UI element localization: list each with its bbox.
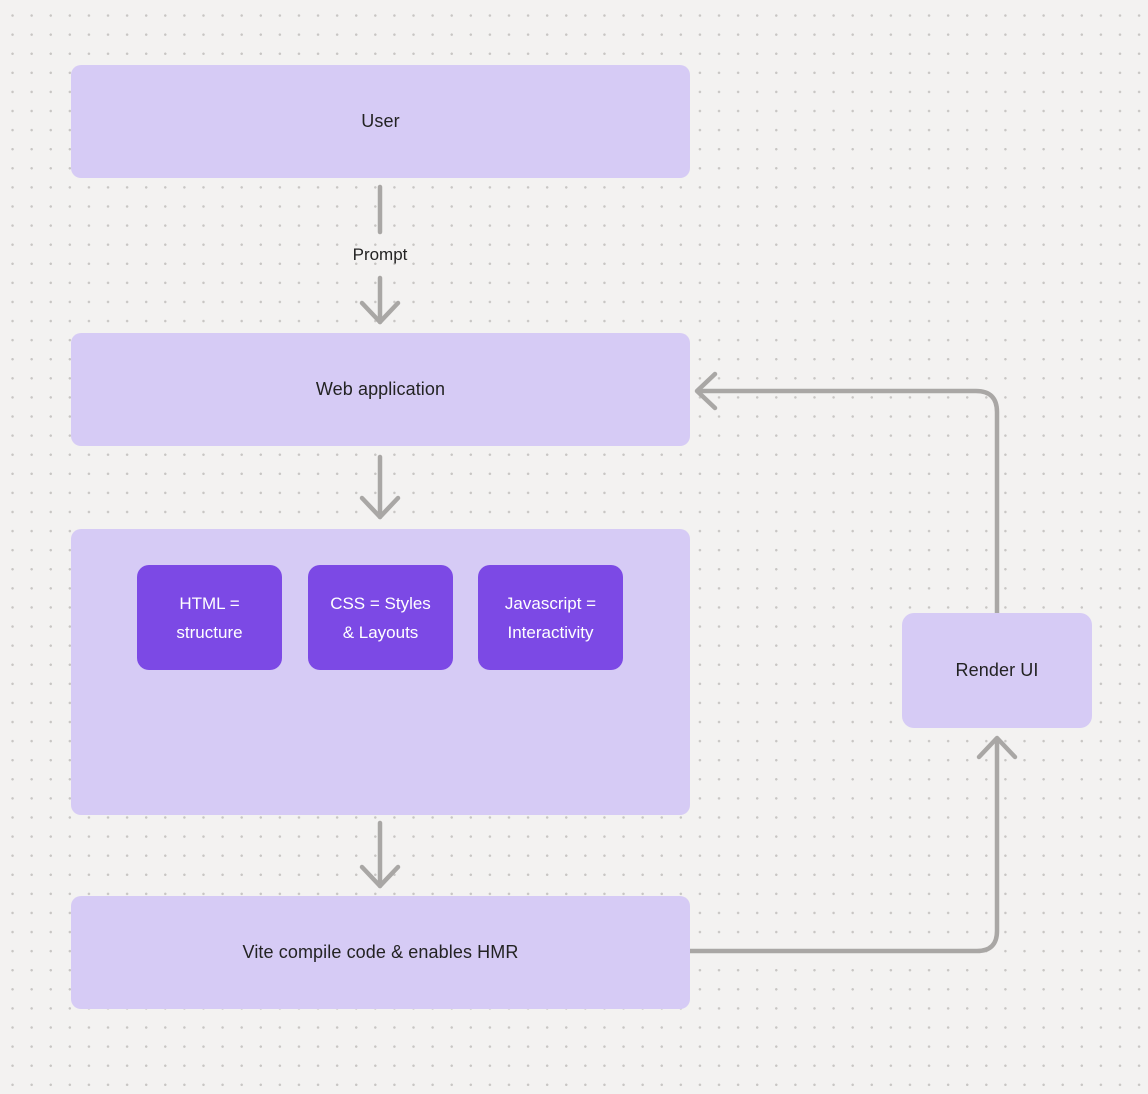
connector-vite-to-render: [687, 735, 1018, 954]
connector-webapp-to-components: [359, 454, 401, 520]
card-javascript-line2: Interactivity: [507, 622, 594, 642]
node-render-ui-label: Render UI: [955, 660, 1039, 680]
card-css-line2: & Layouts: [342, 622, 419, 642]
node-vite: Vite compile code & enables HMR: [71, 896, 690, 1009]
node-user-label: User: [361, 111, 400, 131]
card-html: HTML = structure: [137, 565, 282, 670]
card-javascript-line1: Javascript =: [504, 593, 597, 613]
edge-label-prompt: Prompt: [352, 245, 408, 264]
card-css: CSS = Styles & Layouts: [308, 565, 453, 670]
node-render-ui: Render UI: [902, 613, 1092, 728]
arrowhead-left-icon: [694, 371, 718, 411]
arrowhead-down-icon: [359, 495, 401, 520]
arrowhead-down-icon: [359, 300, 401, 325]
arrowhead-down-icon: [359, 864, 401, 889]
node-user: User: [71, 65, 690, 178]
card-javascript: Javascript = Interactivity: [478, 565, 623, 670]
connector-components-to-vite: [359, 820, 401, 889]
card-css-line1: CSS = Styles: [330, 593, 431, 613]
card-html-line2: structure: [176, 622, 243, 642]
arrowhead-up-icon: [976, 735, 1018, 760]
node-components-group: HTML = structure CSS = Styles & Layouts …: [71, 529, 690, 815]
node-web-application: Web application: [71, 333, 690, 446]
node-vite-label: Vite compile code & enables HMR: [242, 942, 519, 962]
node-web-application-label: Web application: [315, 379, 446, 399]
connector-render-to-webapp: [694, 371, 1000, 616]
card-html-line1: HTML =: [179, 593, 240, 613]
